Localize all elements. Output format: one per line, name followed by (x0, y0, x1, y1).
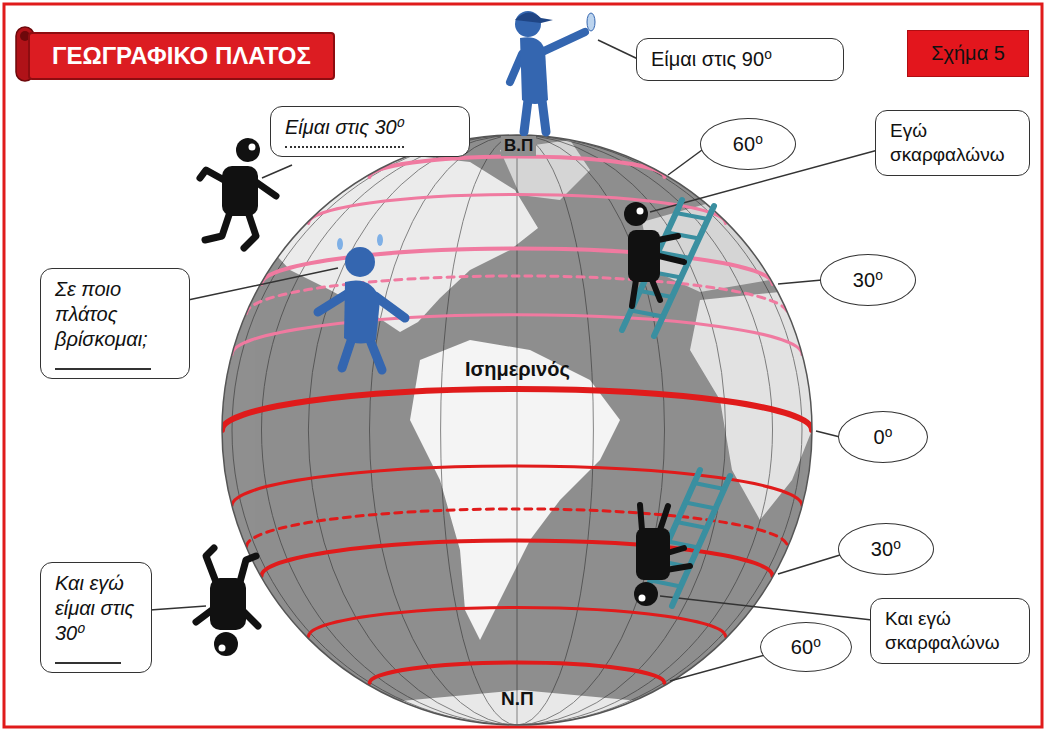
node-text: 30⁰ (871, 537, 901, 561)
map-label: Ν.Π (501, 688, 534, 710)
globe-outline (222, 135, 812, 725)
runner-figure (200, 138, 276, 248)
speech-bubble: Είμαι στις 30⁰ (270, 106, 470, 157)
speech-bubble: Είμαι στις 90⁰ (636, 38, 844, 81)
node-text: 30⁰ (853, 268, 883, 292)
figure-number-box: Σχήμα 5 (907, 30, 1029, 77)
answer-blank (55, 646, 121, 664)
climber-figure (634, 470, 730, 606)
latitude-oval: 60⁰ (700, 118, 796, 170)
title-banner: ΓΕΩΓΡΑΦΙΚΟ ΠΛΑΤΟΣ (28, 32, 335, 80)
node-text: Και εγώ σκαρφαλώνω (885, 607, 1015, 655)
latitude-oval: 60⁰ (760, 622, 852, 672)
speech-bubble: Εγώ σκαρφαλώνω (875, 110, 1030, 176)
climber-figure (622, 200, 714, 336)
node-text: 60⁰ (733, 132, 763, 156)
latitude-oval: 30⁰ (820, 254, 916, 306)
node-text: Είμαι στις 30⁰ (285, 115, 455, 140)
wondering-figure (318, 234, 405, 370)
node-text: Είμαι στις 90⁰ (651, 47, 829, 72)
speech-bubble: Και εγώ σκαρφαλώνω (870, 598, 1030, 664)
node-text: 60⁰ (791, 635, 821, 659)
node-text: 0⁰ (873, 425, 892, 449)
map-label: Β.Π (501, 136, 536, 156)
node-text: Και εγώ είμαι στις 30⁰ (55, 571, 137, 646)
speech-bubble: Σε ποιο πλάτος βρίσκομαι; (40, 268, 190, 379)
answer-blank (285, 140, 404, 148)
globe (222, 130, 822, 731)
latitude-oval: 30⁰ (838, 523, 934, 575)
leader-lines (150, 40, 878, 681)
latitude-oval: 0⁰ (838, 411, 928, 463)
node-text: Σχήμα 5 (931, 42, 1005, 65)
node-text: Εγώ σκαρφαλώνω (890, 119, 1015, 167)
speech-bubble: Και εγώ είμαι στις 30⁰ (40, 562, 152, 673)
pole-figure (510, 11, 595, 132)
page-frame (4, 4, 1042, 727)
map-label: Ισημερινός (465, 358, 570, 381)
answer-blank (55, 352, 151, 370)
upside-down-figure (196, 548, 258, 656)
node-text: Σε ποιο πλάτος βρίσκομαι; (55, 277, 175, 352)
